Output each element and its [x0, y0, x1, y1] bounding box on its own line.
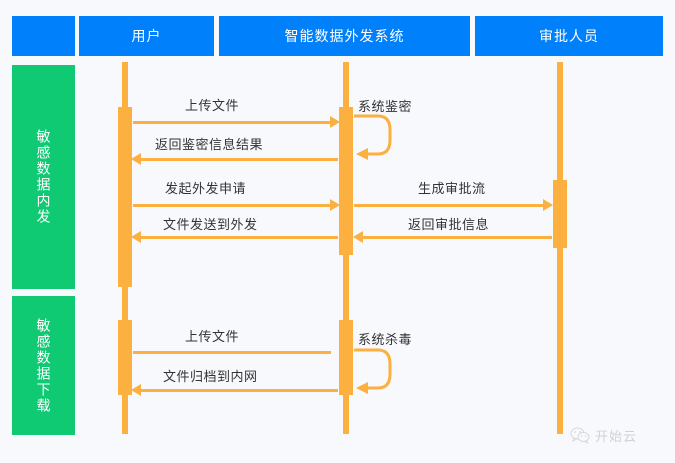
actor-header-system: 智能数据外发系统: [219, 16, 470, 56]
actor-header-user: 用户: [79, 16, 214, 56]
message-arrowhead-m7: [353, 231, 363, 243]
message-label-m2: 系统鉴密: [358, 99, 413, 114]
message-line-m4: [133, 204, 333, 207]
phase-label-download: 敏感数据下载: [12, 296, 75, 435]
message-arrowhead-m1: [330, 116, 340, 128]
watermark-text: 开始云: [595, 429, 638, 444]
message-line-m10: [140, 389, 338, 392]
message-label-m8: 上传文件: [185, 329, 240, 344]
message-line-m7: [362, 236, 552, 239]
activation-bar-user-phase2: [118, 320, 132, 395]
phase-label-outbound-text: 敏感数据内发: [35, 129, 52, 225]
actor-header-approver-label: 审批人员: [539, 28, 599, 44]
activation-bar-approver: [553, 180, 567, 248]
actor-header-system-label: 智能数据外发系统: [284, 28, 405, 44]
message-label-m10: 文件归档到内网: [163, 369, 258, 384]
message-label-m1: 上传文件: [185, 98, 240, 113]
watermark: 开始云: [570, 426, 637, 445]
message-selfloop-m9: [354, 348, 392, 394]
message-arrowhead-m5: [543, 199, 553, 211]
actor-header-phase-column: [12, 16, 75, 56]
wechat-logo-icon: [570, 427, 590, 444]
message-line-m8: [133, 351, 331, 354]
message-label-m4: 发起外发申请: [165, 181, 247, 196]
message-selfloop-m2: [354, 114, 392, 160]
message-line-m1: [133, 121, 333, 124]
message-label-m7: 返回审批信息: [408, 217, 490, 232]
actor-header-approver: 审批人员: [475, 16, 663, 56]
message-line-m5: [354, 204, 546, 207]
message-arrowhead-m10: [131, 384, 141, 396]
message-label-m9: 系统杀毒: [358, 332, 413, 347]
lifeline-approver: [557, 62, 563, 434]
message-arrowhead-m3: [131, 153, 141, 165]
activation-bar-system-phase2: [339, 320, 353, 395]
message-arrowhead-m6: [131, 231, 141, 243]
message-label-m5: 生成审批流: [418, 181, 486, 196]
phase-label-outbound: 敏感数据内发: [12, 65, 75, 289]
actor-header-user-label: 用户: [131, 28, 162, 44]
message-arrowhead-m4: [330, 199, 340, 211]
phase-label-download-text: 敏感数据下载: [35, 317, 52, 414]
activation-bar-system-phase1: [339, 107, 353, 255]
message-line-m3: [140, 158, 338, 161]
activation-bar-user-phase1: [118, 107, 132, 287]
message-line-m6: [140, 236, 338, 239]
message-label-m6: 文件发送到外发: [163, 217, 258, 232]
message-label-m3: 返回鉴密信息结果: [155, 137, 264, 152]
